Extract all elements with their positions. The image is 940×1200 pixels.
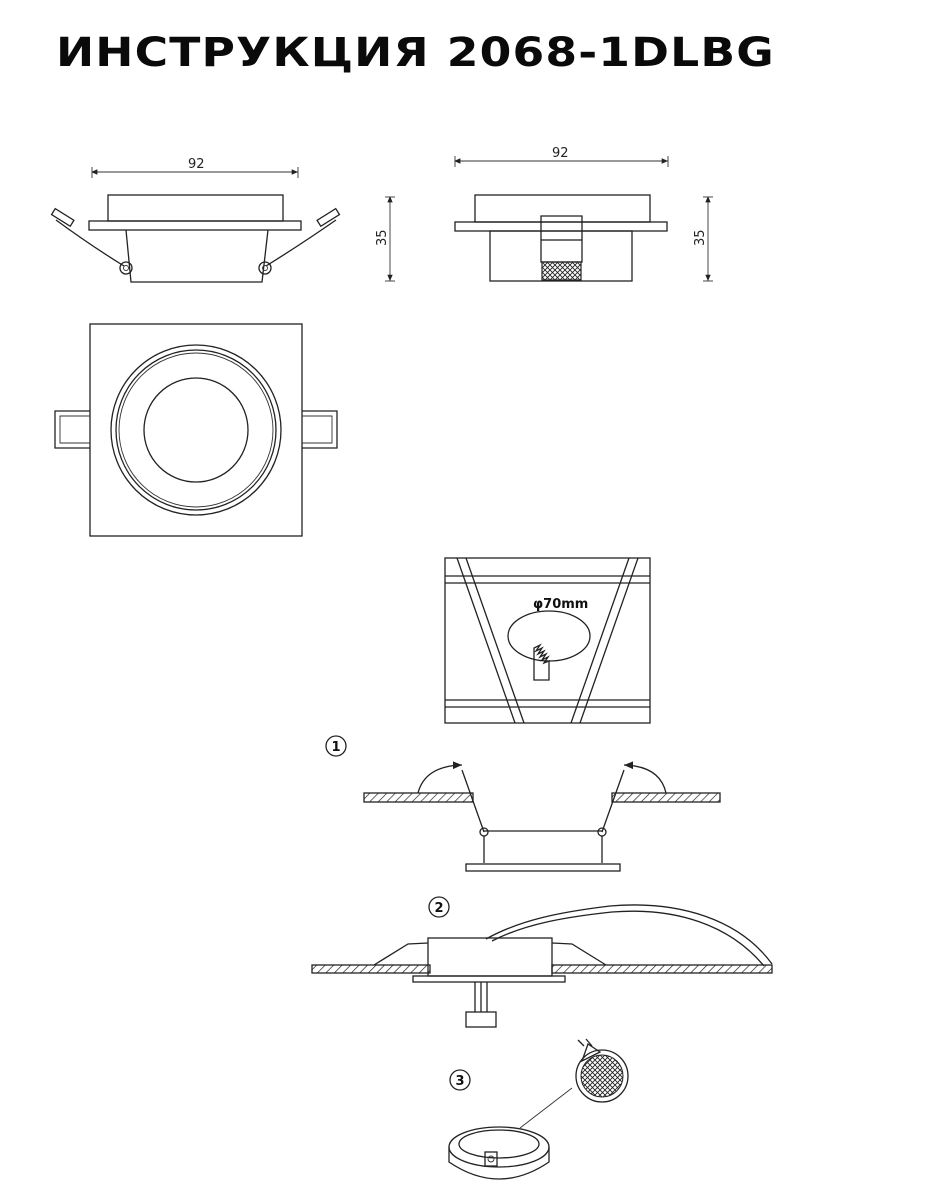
- side-width-label: 92: [552, 146, 569, 161]
- front-view: 92 35: [50, 157, 395, 283]
- step-1-diagram: 1: [325, 735, 721, 872]
- step-3-number: 3: [455, 1074, 464, 1089]
- step-2-diagram: 2: [311, 896, 773, 1028]
- step-3-diagram: 3: [448, 1038, 629, 1180]
- ceiling-cutout-diagram: φ70mm: [444, 557, 651, 724]
- step-1-number: 1: [331, 740, 340, 755]
- side-view: 92 35: [454, 146, 713, 282]
- side-height-label: 35: [693, 229, 708, 246]
- hole-diameter-label: φ70mm: [533, 597, 588, 612]
- top-view: [54, 323, 338, 537]
- front-height-label: 35: [375, 229, 390, 246]
- step-2-number: 2: [434, 901, 443, 916]
- front-width-label: 92: [188, 157, 205, 172]
- document-title: ИНСТРУКЦИЯ 2068-1DLBG: [56, 30, 775, 76]
